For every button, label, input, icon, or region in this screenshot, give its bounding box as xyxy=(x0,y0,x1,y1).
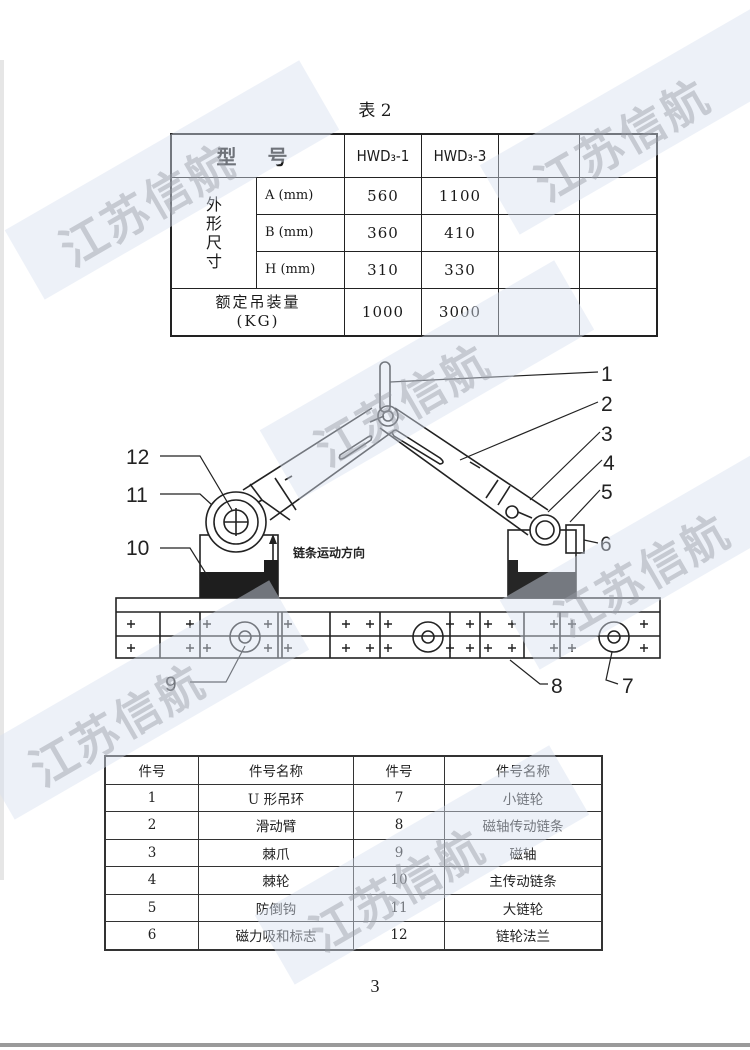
part-number: 2 xyxy=(104,811,199,840)
dim-label: A (mm) xyxy=(256,176,345,215)
part-number: 9 xyxy=(353,838,445,867)
parts-row: 3 棘爪 9 磁轴 xyxy=(104,838,603,867)
model-header: 型 号 xyxy=(170,133,345,178)
dimension-group-text: 外 形 尺 寸 xyxy=(205,194,222,271)
part-number: 4 xyxy=(104,866,199,895)
dim-value xyxy=(498,250,580,289)
callout-1: 1 xyxy=(601,363,613,386)
part-number: 5 xyxy=(104,893,199,922)
part-name: 磁轴 xyxy=(444,838,603,867)
page-bottom-border xyxy=(0,1043,750,1047)
chain-direction-annotation: 链条运动方向 xyxy=(293,545,365,560)
spec-table: 型 号 HWD₃-1 HWD₃-3 外 形 尺 寸 A (mm) 560 110… xyxy=(170,133,658,337)
part-name: 大链轮 xyxy=(444,893,603,922)
dimension-group-label: 外 形 尺 寸 xyxy=(170,176,257,289)
parts-header: 件号名称 xyxy=(198,755,354,785)
part-number: 1 xyxy=(104,783,199,812)
lifter-diagram: 1 2 3 4 5 6 7 8 9 10 11 12 链条运动方向 xyxy=(115,361,661,698)
part-number: 8 xyxy=(353,811,445,840)
part-name: 磁力吸和标志 xyxy=(198,921,354,950)
callout-3: 3 xyxy=(601,423,613,446)
model-cell: HWD₃-1 xyxy=(344,133,422,178)
callout-6: 6 xyxy=(600,533,612,556)
page-number: 3 xyxy=(370,976,380,996)
dim-value: 330 xyxy=(421,250,499,289)
model-cell xyxy=(579,133,658,178)
part-number: 3 xyxy=(104,838,199,867)
parts-header: 件号 xyxy=(104,755,199,785)
callout-11: 11 xyxy=(126,484,148,507)
part-name: 主传动链条 xyxy=(444,866,603,895)
load-value xyxy=(498,287,580,337)
dim-value: 560 xyxy=(344,176,422,215)
parts-table: 件号 件号名称 件号 件号名称 1 U 形吊环 7 小链轮 2 滑动臂 8 磁轴… xyxy=(104,755,603,951)
part-number: 10 xyxy=(353,866,445,895)
u-ring xyxy=(379,361,391,413)
part-name: 磁轴传动链条 xyxy=(444,811,603,840)
dim-value xyxy=(579,213,658,252)
callout-4: 4 xyxy=(603,452,615,475)
callout-8: 8 xyxy=(551,675,563,698)
dim-value: 360 xyxy=(344,213,422,252)
dim-value xyxy=(498,213,580,252)
load-value: 1000 xyxy=(344,287,422,337)
part-number: 7 xyxy=(353,783,445,812)
parts-header: 件号 xyxy=(353,755,445,785)
load-value xyxy=(579,287,658,337)
part-name: 棘爪 xyxy=(198,838,354,867)
callout-12: 12 xyxy=(126,446,149,469)
model-cell: HWD₃-3 xyxy=(421,133,499,178)
part-number: 11 xyxy=(353,893,445,922)
dim-value xyxy=(579,176,658,215)
callout-7: 7 xyxy=(622,675,634,698)
parts-row: 6 磁力吸和标志 12 链轮法兰 xyxy=(104,921,603,950)
parts-header: 件号名称 xyxy=(444,755,603,785)
table-title: 表 2 xyxy=(358,101,392,121)
dim-label: B (mm) xyxy=(256,213,345,252)
dim-value: 410 xyxy=(421,213,499,252)
load-label-line2: (KG) xyxy=(236,311,280,330)
callout-5: 5 xyxy=(601,481,613,504)
dim-value: 1100 xyxy=(421,176,499,215)
parts-row: 5 防倒钩 11 大链轮 xyxy=(104,893,603,922)
part-name: U 形吊环 xyxy=(198,783,354,812)
part-name: 小链轮 xyxy=(444,783,603,812)
callout-2: 2 xyxy=(601,393,613,416)
model-cell xyxy=(498,133,580,178)
part-number: 6 xyxy=(104,921,199,950)
parts-row: 1 U 形吊环 7 小链轮 xyxy=(104,783,603,812)
dim-value xyxy=(498,176,580,215)
part-number: 12 xyxy=(353,921,445,950)
dim-value xyxy=(579,250,658,289)
dim-label: H (mm) xyxy=(256,250,345,289)
parts-row: 2 滑动臂 8 磁轴传动链条 xyxy=(104,811,603,840)
part-name: 棘轮 xyxy=(198,866,354,895)
callout-9: 9 xyxy=(165,673,177,696)
parts-row: 4 棘轮 10 主传动链条 xyxy=(104,866,603,895)
load-label: 额定吊装量 (KG) xyxy=(170,287,345,337)
dim-value: 310 xyxy=(344,250,422,289)
part-name: 链轮法兰 xyxy=(444,921,603,950)
page-edge xyxy=(0,60,4,880)
callout-10: 10 xyxy=(126,537,149,560)
part-name: 滑动臂 xyxy=(198,811,354,840)
load-value: 3000 xyxy=(421,287,499,337)
part-name: 防倒钩 xyxy=(198,893,354,922)
load-label-line1: 额定吊装量 xyxy=(215,292,301,311)
